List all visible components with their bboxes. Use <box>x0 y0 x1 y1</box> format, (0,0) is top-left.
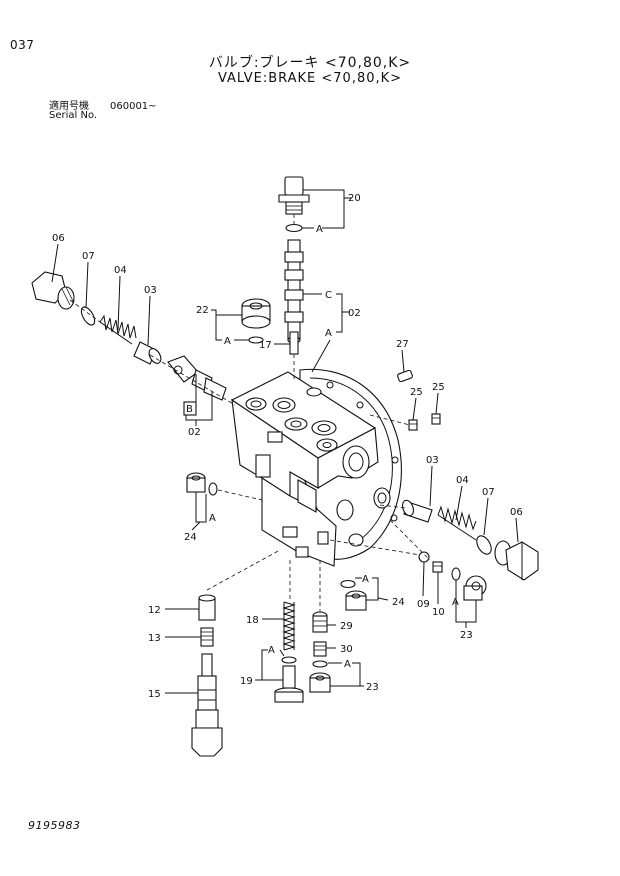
callout-25-b: 25 <box>432 382 445 393</box>
pin-17 <box>289 331 299 355</box>
spring-18 <box>282 601 296 651</box>
callout-07-left: 07 <box>82 251 95 262</box>
ref-b-box <box>183 401 197 416</box>
document-number: 9195983 <box>28 819 81 832</box>
callout-02-b: 02 <box>188 427 201 438</box>
leader-lines <box>51 189 519 694</box>
ref-a-23-bottom: A <box>344 659 351 670</box>
o-ring-20 <box>285 223 303 233</box>
callout-09: 09 <box>417 599 430 610</box>
spring-04-left <box>99 314 137 345</box>
o-ring-24-right <box>340 579 356 589</box>
callout-04-right: 04 <box>456 475 469 486</box>
callout-20: 20 <box>348 193 361 204</box>
plug-25-b <box>431 413 441 425</box>
ref-b: B <box>186 404 193 415</box>
serial-label-japanese: 適用号機 <box>49 101 89 112</box>
valve-assy-left <box>167 355 227 401</box>
callout-labels: 20 06 07 04 03 22 02 17 27 25 25 02 03 0… <box>52 193 523 700</box>
callout-24-right: 24 <box>392 597 405 608</box>
ref-a-24-right: A <box>362 574 369 585</box>
valve-15 <box>191 653 223 757</box>
title-english: VALVE:BRAKE <70,80,K> <box>217 71 403 86</box>
callout-06-left: 06 <box>52 233 65 244</box>
callout-10: 10 <box>432 607 445 618</box>
plug-06-right <box>494 540 539 581</box>
ref-a-24-left: A <box>209 513 216 524</box>
valve-body <box>230 368 402 567</box>
callout-15: 15 <box>148 689 161 700</box>
o-ring-19 <box>281 656 297 664</box>
cap-22 <box>241 298 271 329</box>
callout-03-right: 03 <box>426 455 439 466</box>
ref-a-19: A <box>268 645 275 656</box>
spool-03-left <box>133 341 162 365</box>
spring-13 <box>200 627 214 647</box>
plug-06-left <box>31 271 75 310</box>
callout-22: 22 <box>196 305 209 316</box>
spring-30 <box>313 641 327 657</box>
callout-03-left: 03 <box>144 285 157 296</box>
callout-27: 27 <box>396 339 409 350</box>
page-number: 037 <box>10 38 35 52</box>
serial-label-english: Serial No. <box>49 110 98 121</box>
plug-23-bottom <box>309 672 331 693</box>
spool-03-right <box>402 499 433 523</box>
callout-13: 13 <box>148 633 161 644</box>
o-ring-23-right <box>451 567 461 581</box>
plug-25-a <box>408 419 418 431</box>
callout-23-bottom: 23 <box>366 682 379 693</box>
cap-12 <box>198 594 216 621</box>
spool <box>284 239 304 344</box>
plug-29 <box>312 611 328 633</box>
ref-a-23-right: A <box>452 597 459 608</box>
callout-23-right: 23 <box>460 630 473 641</box>
callout-24-left: 24 <box>184 532 197 543</box>
callout-29: 29 <box>340 621 353 632</box>
callout-12: 12 <box>148 605 161 616</box>
callout-25-a: 25 <box>410 387 423 398</box>
ref-a-20: A <box>316 224 323 235</box>
ref-a-22: A <box>224 336 231 347</box>
ref-c: C <box>325 290 332 301</box>
callout-17: 17 <box>259 340 272 351</box>
o-ring-24-left <box>208 482 218 496</box>
callout-19: 19 <box>240 676 253 687</box>
title-japanese: バルブ:ブレーキ <70,80,K> <box>208 55 412 71</box>
plug-10 <box>432 561 443 573</box>
callout-04-left: 04 <box>114 265 127 276</box>
callout-06-right: 06 <box>510 507 523 518</box>
callout-07-right: 07 <box>482 487 495 498</box>
plug-24-right <box>345 590 367 611</box>
o-ring-07-left <box>80 306 96 326</box>
reference-letters: A C A A B A A A A A A <box>183 224 459 670</box>
pin-27 <box>397 369 413 383</box>
plug-20 <box>278 176 310 215</box>
spring-04-right <box>437 505 477 541</box>
plug-24-left <box>186 472 206 493</box>
callout-02-top: 02 <box>348 308 361 319</box>
serial-number-value: 060001~ <box>110 101 157 112</box>
callout-30: 30 <box>340 644 353 655</box>
o-ring-23-bottom <box>312 660 328 668</box>
o-ring-07-right <box>476 535 492 555</box>
ref-a-02: A <box>325 328 332 339</box>
plug-23-right <box>463 575 487 601</box>
callout-18: 18 <box>246 615 259 626</box>
plug-19 <box>274 665 304 703</box>
